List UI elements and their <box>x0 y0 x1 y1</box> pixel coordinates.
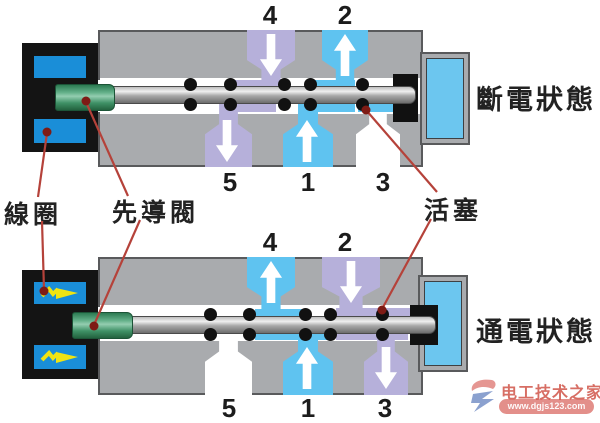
piston-leader-line-bottom <box>381 218 432 310</box>
return-chamber <box>426 58 464 139</box>
coil-label: 線圈 <box>4 201 63 229</box>
passage-4-5-lower <box>230 104 276 112</box>
piston-leader-line-top <box>365 109 438 193</box>
seal-o-ring <box>224 78 237 91</box>
pilot-valve-plunger <box>72 312 133 339</box>
port-label-3: 3 <box>375 167 391 197</box>
seal-o-ring <box>184 78 197 91</box>
pilot-leader-line-bottom <box>92 219 142 326</box>
coil-winding-upper <box>34 56 86 78</box>
coil-leader-line-bottom <box>40 220 46 291</box>
port-label-1: 1 <box>300 167 316 197</box>
leader-dot <box>39 286 49 296</box>
coil-leader-line-top <box>36 132 49 198</box>
leader-dot <box>361 105 371 115</box>
seal-o-ring <box>324 308 337 321</box>
port-label-2: 2 <box>337 227 353 257</box>
seal-o-ring <box>243 308 256 321</box>
passage-2-3-upper <box>336 308 410 316</box>
port-label-1: 1 <box>300 393 316 423</box>
port-label-2: 2 <box>337 0 353 30</box>
watermark-site-name: 电工技术之家 <box>501 385 600 402</box>
leader-dot <box>42 127 52 137</box>
leader-dot <box>377 305 387 315</box>
passage-1-4-upper <box>255 309 303 316</box>
port-label-5: 5 <box>222 167 238 197</box>
watermark-url: www.dgjs123.com <box>499 399 594 414</box>
seal-o-ring <box>324 328 337 341</box>
passage-1-2-upper <box>307 80 355 87</box>
coil-winding-lower-energized <box>34 345 86 369</box>
state-label-energized: 通電狀態 <box>476 317 596 347</box>
seal-o-ring <box>304 98 317 111</box>
seal-o-ring <box>299 328 312 341</box>
seal-o-ring <box>204 328 217 341</box>
passage-1-2-lower <box>307 104 355 112</box>
passage-1-4-lower <box>255 334 333 340</box>
port-label-3: 3 <box>377 393 393 423</box>
seal-o-ring <box>304 78 317 91</box>
port-label-5: 5 <box>221 393 237 423</box>
seal-o-ring <box>278 98 291 111</box>
port-label-4: 4 <box>262 0 278 30</box>
seal-o-ring <box>224 98 237 111</box>
seal-o-ring <box>184 98 197 111</box>
seal-o-ring <box>278 78 291 91</box>
seal-o-ring <box>204 308 217 321</box>
passage-2-3-lower <box>336 334 408 340</box>
leader-dot <box>81 96 91 106</box>
passage-3-chamber <box>358 104 418 112</box>
seal-o-ring <box>243 328 256 341</box>
piston-label: 活塞 <box>424 197 483 225</box>
seal-o-ring <box>356 78 369 91</box>
leader-dot <box>89 321 99 331</box>
seal-o-ring <box>376 328 389 341</box>
seal-o-ring <box>299 308 312 321</box>
passage-4-5-upper <box>230 80 276 87</box>
current-flow-arrow-icon <box>40 350 78 363</box>
watermark-logo-icon <box>471 379 496 412</box>
port-label-4: 4 <box>262 227 278 257</box>
state-label-deenergized: 斷電狀態 <box>476 85 596 115</box>
pilot-valve-label: 先導閥 <box>112 199 200 227</box>
pilot-leader-line-top <box>84 101 130 197</box>
